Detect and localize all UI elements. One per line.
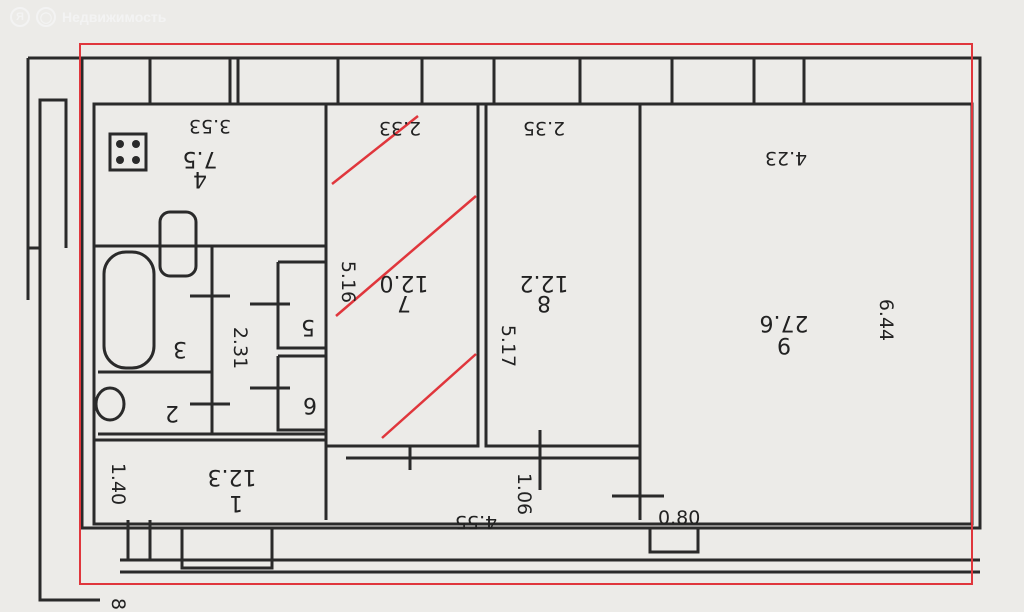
room-9-area: 27.6 (760, 310, 809, 335)
room-3-dim: 2.31 (229, 327, 251, 369)
watermark-label: Недвижимость (62, 9, 167, 25)
bottom-left-number: 8 (107, 598, 129, 610)
room-7-width: 2.33 (379, 117, 421, 139)
room-2-number: 2 (165, 400, 179, 425)
circle-icon: ◯ (36, 7, 56, 27)
room-4-dim: 3.53 (189, 115, 231, 137)
room-8-number: 8 (537, 290, 551, 315)
niche-dim: 0.80 (658, 507, 700, 529)
room-1-number: 1 (229, 490, 243, 515)
sink (158, 210, 198, 278)
window-4 (578, 56, 674, 106)
window-5 (752, 56, 806, 106)
room-5-number: 5 (301, 314, 315, 339)
bathtub (102, 250, 156, 370)
window-2 (236, 56, 340, 106)
room-9-width: 4.23 (765, 147, 807, 169)
stove (108, 132, 148, 172)
partition-7-8 (324, 104, 642, 448)
room-8-height: 5.17 (497, 325, 519, 367)
room-9-height: 6.44 (875, 299, 897, 341)
outer-wall (80, 56, 982, 530)
toilet (94, 386, 126, 422)
window-1 (148, 56, 232, 106)
room-6-number: 6 (303, 392, 317, 417)
niche (648, 526, 700, 554)
room-7-number: 7 (397, 290, 411, 315)
walls (26, 56, 982, 602)
neighbor-wall (26, 56, 100, 602)
stove-burners (116, 140, 140, 164)
room-7-area: 12.0 (380, 270, 429, 295)
ticks (190, 294, 664, 498)
red-hatching (331, 115, 477, 439)
red-boundary (79, 43, 973, 585)
watermark: Я ◯ Недвижимость (10, 7, 166, 27)
entry (120, 520, 980, 574)
room-1-dim: 1.40 (107, 463, 129, 505)
room-4-number: 4 (193, 166, 207, 191)
partition-main (94, 104, 642, 520)
room-8-area: 12.2 (520, 270, 569, 295)
room-4-area: 7.5 (183, 146, 218, 171)
room-1-area: 12.3 (208, 464, 257, 489)
room-8-width: 2.35 (523, 117, 565, 139)
inner-wall (92, 102, 974, 526)
corridor-length: 4.55 (455, 511, 497, 533)
room-3-number: 3 (173, 336, 187, 361)
ya-icon: Я (10, 7, 30, 27)
window-3 (420, 56, 496, 106)
room-9-number: 9 (777, 332, 791, 357)
room-7-height: 5.16 (337, 261, 359, 303)
corridor-width: 1.06 (513, 473, 535, 515)
partition-bath (98, 370, 212, 436)
